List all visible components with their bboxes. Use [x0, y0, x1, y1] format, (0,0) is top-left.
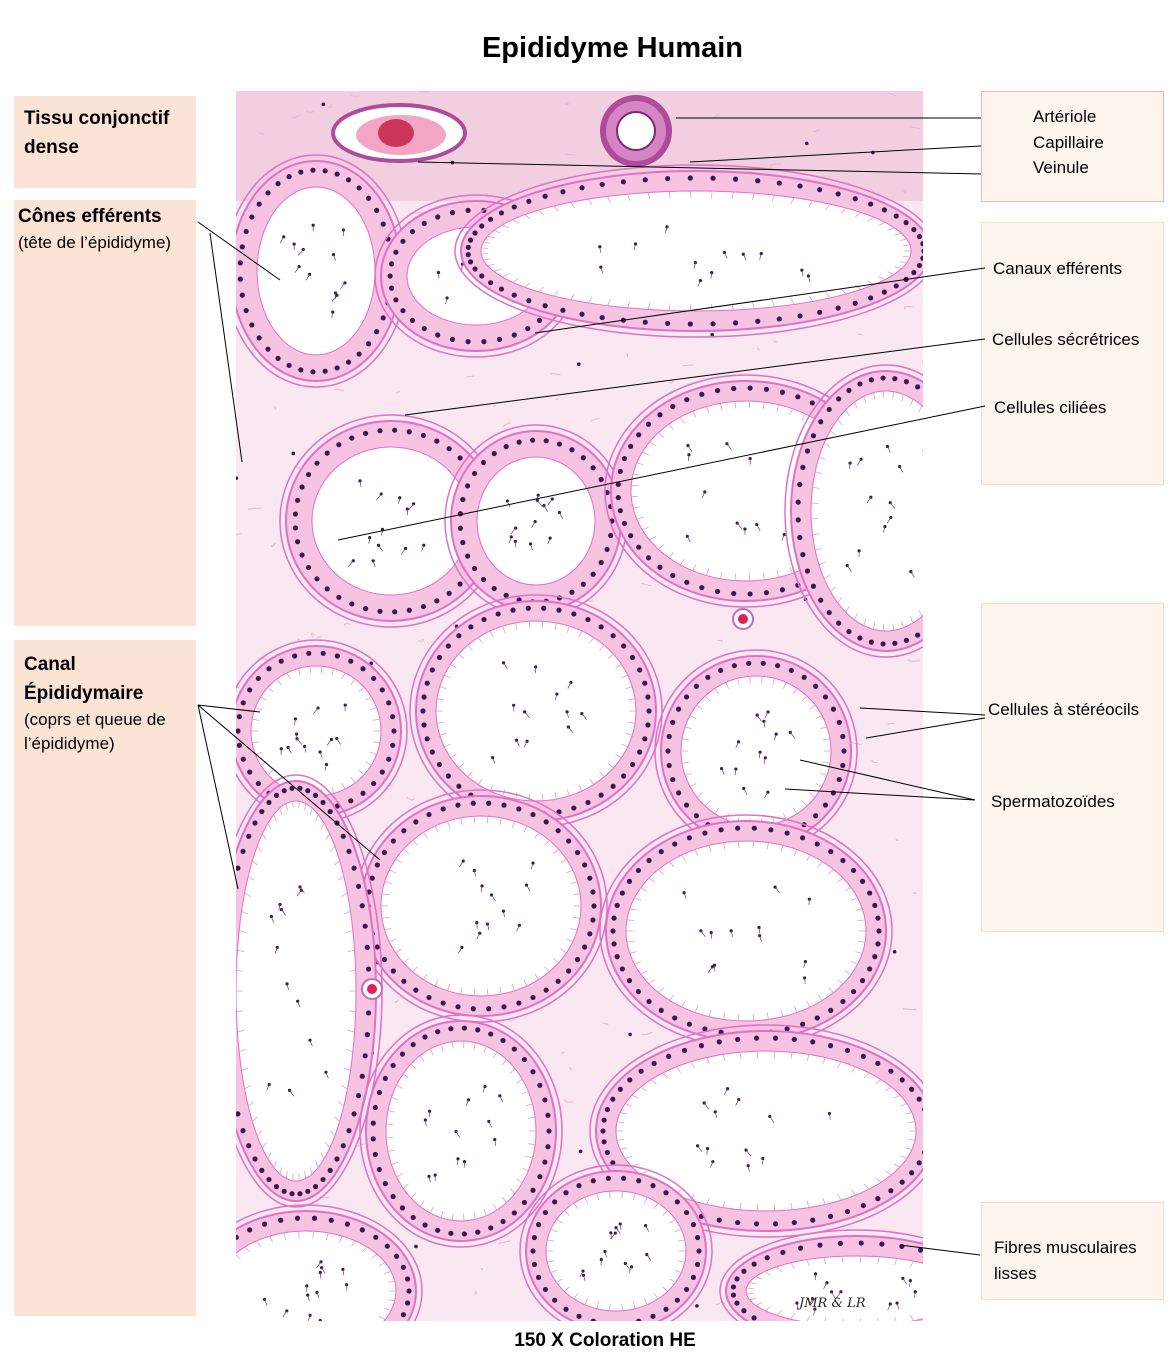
veinule: [331, 103, 467, 163]
label-fibres-musculaires: Fibres musculaires lisses: [994, 1238, 1137, 1283]
efferent-duct-4: [444, 424, 628, 618]
muscle-labels-box: [981, 1202, 1164, 1300]
line-canal-3: [197, 704, 239, 890]
epididymal-duct-16: [236, 1204, 423, 1321]
cones-efferents-box: Cônes efférents (tête de l’épididyme): [14, 200, 196, 626]
magnification-caption: 150 X Coloration HE: [514, 1330, 696, 1351]
label-cellules-stereocils: Cellules à stéréocils: [988, 700, 1140, 719]
page-title: Epididyme Humain: [481, 32, 744, 64]
efferent-duct-1: [236, 154, 408, 388]
tubules: [236, 154, 923, 1321]
label-capillaire: Capillaire: [1033, 133, 1104, 152]
label-cellules-secretrices: Cellules sécrétrices: [992, 330, 1140, 349]
vessels-box: [981, 91, 1164, 202]
epididymal-duct-17: [519, 1164, 713, 1321]
capillary-small-1: [732, 608, 754, 630]
capillary-small-2: [361, 978, 383, 1000]
label-canaux-efferents: Canaux efférents: [993, 259, 1123, 278]
canal-epididymaire-heading: Canal Épididymaire: [24, 654, 144, 704]
epididymal-duct-14: [359, 1014, 563, 1248]
tissu-conjonctif-heading: Tissu conjonctif dense: [24, 108, 170, 158]
label-cellules-ciliees: Cellules ciliées: [994, 398, 1107, 417]
canal-epididymaire-box: Canal Épididymaire (coprs et queue de l’…: [14, 640, 196, 1316]
histology-figure: JMR & LR: [236, 91, 923, 1321]
epididymal-duct-18: [719, 1229, 923, 1321]
epididymal-duct-12: [599, 814, 893, 1048]
label-veinule: Veinule: [1033, 158, 1089, 177]
cones-efferents-heading: Cônes efférents: [18, 206, 162, 227]
epididymal-duct-9: [409, 594, 663, 828]
epididymal-duct-15: [589, 1024, 923, 1238]
tissue-drawing: [236, 91, 923, 1321]
cones-efferents-sub: (tête de l’épididyme): [18, 233, 172, 252]
tissu-conjonctif-box: Tissu conjonctif dense: [14, 96, 196, 188]
label-arteriole: Artériole: [1033, 107, 1097, 126]
arteriole: [600, 95, 672, 167]
efferent-labels-box: [981, 222, 1164, 485]
epididymal-duct-5: [454, 164, 923, 338]
canal-epididymaire-sub: (coprs et queue de l’épididyme): [24, 710, 166, 753]
canal-labels-box: [981, 603, 1164, 932]
author-signature: JMR & LR: [799, 1296, 866, 1311]
label-spermatozoides: Spermatozoïdes: [991, 792, 1115, 811]
epididymal-duct-11: [354, 789, 608, 1023]
